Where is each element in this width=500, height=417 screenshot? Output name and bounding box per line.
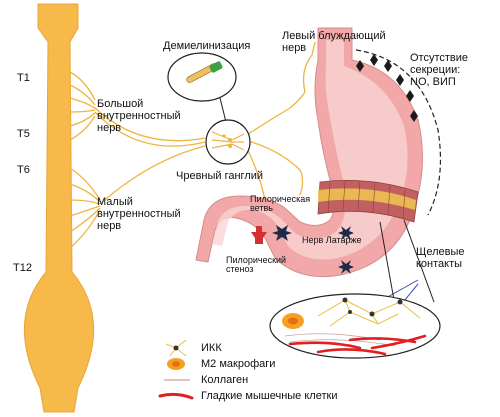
latarjet-nerve-label: Нерв Латарже — [302, 235, 362, 245]
celiac-ganglion — [205, 119, 251, 165]
demyelination-label: Демиелинизация — [163, 40, 251, 52]
left-vagus-nerve-label: Левый блуждающий нерв — [282, 30, 386, 54]
nerve-fibers — [69, 41, 316, 249]
smooth-muscle-icon — [158, 392, 194, 400]
legend-label-smooth-muscle: Гладкие мышечные клетки — [201, 390, 338, 402]
spine-level-t1: T1 — [17, 72, 30, 84]
gap-junctions-label: Щелевые контакты — [416, 246, 465, 270]
secretion-absence-label: Отсутствие секреции: NO, ВИП — [410, 52, 469, 88]
macrophage-icon — [167, 358, 185, 370]
neurotransmitter-glyphs — [356, 54, 418, 122]
stomach — [195, 27, 442, 278]
greater-splanchnic-nerve-label: Большой внутренностный нерв — [97, 98, 181, 134]
legend-label-collagen: Коллаген — [201, 374, 249, 386]
spinal-cord — [24, 3, 94, 413]
spine-level-t5: T5 — [17, 128, 30, 140]
legend-label-icc: ИКК — [201, 342, 222, 354]
celiac-ganglion-label: Чревный ганглий — [176, 170, 264, 182]
pyloric-branch-label: Пилорическая ветвь — [250, 194, 311, 213]
icc-cell-icon — [165, 339, 187, 357]
stomach-icc-cells — [272, 225, 354, 274]
spine-level-t12: T12 — [13, 262, 32, 274]
spine-level-t6: T6 — [17, 164, 30, 176]
pyloric-stenosis-arrow — [251, 226, 267, 244]
tissue-detail-ellipse — [269, 219, 441, 359]
demyelination-callout — [167, 52, 237, 123]
legend-label-macrophages: М2 макрофаги — [201, 358, 276, 370]
pyloric-stenosis-label: Пилорический стеноз — [226, 255, 287, 274]
lesser-splanchnic-nerve-label: Малый внутренностный нерв — [97, 196, 181, 232]
legend-icons — [158, 339, 194, 400]
